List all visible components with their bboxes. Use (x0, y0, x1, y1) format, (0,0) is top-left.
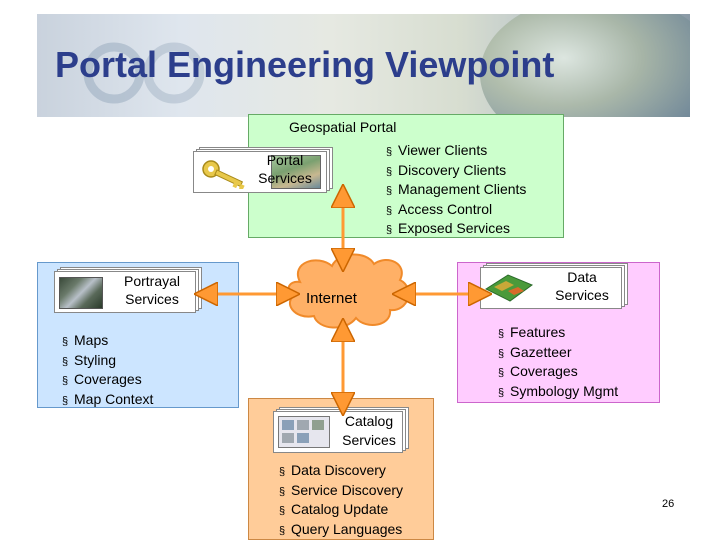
list-item: §Coverages (62, 371, 142, 387)
portal-services-label-2: Services (258, 170, 312, 186)
portal-title: Geospatial Portal (289, 119, 397, 135)
catalog-screenshot-thumbnail (278, 416, 330, 448)
key-icon (202, 160, 245, 189)
portal-services-card: Portal Services (193, 147, 333, 193)
page-title: Portal Engineering Viewpoint (55, 44, 555, 85)
geospatial-portal-box: Geospatial Portal Portal Services §Viewe… (193, 114, 564, 239)
list-item: §Discovery Clients (386, 161, 507, 178)
list-item: §Gazetteer (498, 343, 572, 360)
data-services-box: Data Services §Features §Gazetteer §Cove… (457, 262, 660, 403)
list-item: §Catalog Update (279, 501, 389, 517)
map-thumbnail (59, 277, 103, 309)
list-item: §Coverages (498, 363, 578, 379)
catalog-label-1: Catalog (344, 413, 394, 429)
header-banner (37, 14, 690, 117)
list-item: §Features (498, 324, 566, 340)
catalog-label-2: Services (342, 432, 396, 448)
portrayal-label-2: Services (125, 291, 179, 307)
ogc-logo (83, 42, 205, 104)
data-label-2: Services (555, 287, 609, 303)
data-label-1: Data (567, 269, 597, 285)
list-item: §Management Clients (386, 181, 527, 197)
list-item: §Viewer Clients (386, 142, 488, 158)
list-item: §Exposed Services (386, 220, 511, 236)
data-items-list: §Features §Gazetteer §Coverages §Symbolo… (498, 323, 618, 401)
portrayal-label-1: Portrayal (123, 273, 181, 289)
portal-services-label-1: Portal (266, 152, 304, 168)
list-item: §Access Control (386, 200, 493, 217)
globe-image (480, 14, 690, 117)
list-item: §Styling (62, 351, 117, 368)
list-item: §Query Languages (279, 520, 403, 537)
list-item: §Map Context (62, 390, 154, 407)
catalog-items-list: §Data Discovery §Service Discovery §Cata… (279, 461, 403, 539)
list-item: §Maps (62, 332, 109, 348)
list-item: §Symbology Mgmt (498, 382, 619, 399)
portal-items-list: §Viewer Clients §Discovery Clients §Mana… (386, 141, 526, 239)
terrain-icon (484, 274, 534, 302)
list-item: §Service Discovery (279, 481, 404, 498)
data-services-card: Data Services (480, 263, 630, 309)
list-item: §Data Discovery (279, 462, 386, 478)
portal-screenshot-thumbnail (271, 155, 321, 189)
page-number: 26 (662, 498, 675, 510)
portrayal-items-list: §Maps §Styling §Coverages §Map Context (62, 331, 153, 409)
internet-label: Internet (306, 290, 357, 307)
